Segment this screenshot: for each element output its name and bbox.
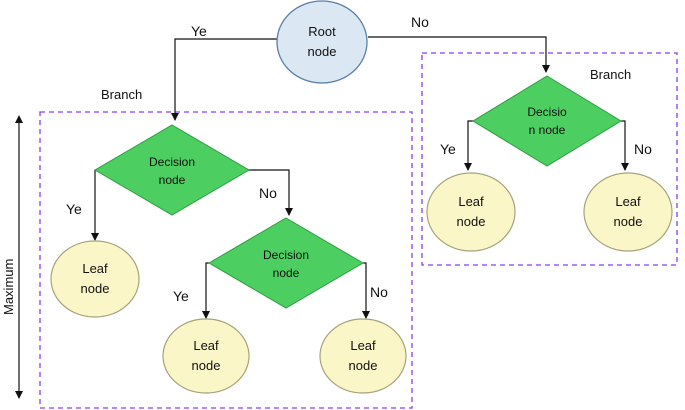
leaf-node-label-1: Leaf bbox=[193, 338, 219, 353]
leaf-node: Leaf node bbox=[426, 172, 516, 252]
edge-root-no bbox=[368, 36, 550, 73]
decision-node-inner-label-2: node bbox=[273, 266, 300, 280]
leaf-node: Leaf node bbox=[583, 172, 673, 252]
edge-label-root-no: No bbox=[411, 14, 429, 30]
leaf-node-label-2: node bbox=[349, 358, 378, 373]
root-node: Root node bbox=[276, 0, 368, 84]
root-node-label-2: node bbox=[308, 44, 337, 59]
leaf-node-label-1: Leaf bbox=[350, 338, 376, 353]
edge-label-root-yes: Ye bbox=[191, 23, 207, 39]
edge-label-left-no: No bbox=[259, 185, 277, 201]
edge-inner-yes bbox=[202, 262, 210, 319]
edge-left-no bbox=[248, 169, 293, 216]
leaf-node-label-2: node bbox=[81, 281, 110, 296]
leaf-node: Leaf node bbox=[319, 318, 407, 394]
decision-node-left-label-2: node bbox=[159, 173, 186, 187]
decision-node-left: Decision node bbox=[94, 124, 250, 216]
leaf-node-label-1: Leaf bbox=[615, 194, 641, 209]
branch-box-left bbox=[39, 111, 413, 409]
decision-node-right-label-2: n node bbox=[529, 123, 566, 137]
maximum-label: Maximum bbox=[1, 259, 16, 315]
edge-inner-no bbox=[362, 262, 370, 319]
decision-node-inner: Decision node bbox=[208, 217, 364, 309]
leaf-node: Leaf node bbox=[50, 240, 140, 318]
edge-label-right-yes: Ye bbox=[440, 141, 456, 157]
edge-right-yes bbox=[464, 120, 473, 171]
branch-label-right: Branch bbox=[590, 67, 631, 82]
decision-node-left-label-1: Decision bbox=[149, 155, 195, 169]
edge-root-yes bbox=[171, 38, 277, 121]
edge-right-no bbox=[621, 120, 629, 171]
leaf-node-label-1: Leaf bbox=[458, 194, 484, 209]
leaf-node: Leaf node bbox=[162, 318, 250, 394]
leaf-node-label-1: Leaf bbox=[82, 261, 108, 276]
root-node-label-1: Root bbox=[308, 24, 336, 39]
decision-node-right-label-1: Decisio bbox=[527, 105, 567, 119]
edge-label-right-no: No bbox=[634, 141, 652, 157]
branch-box-right bbox=[421, 52, 678, 266]
decision-node-right: Decisio n node bbox=[472, 75, 622, 167]
leaf-node-label-2: node bbox=[192, 358, 221, 373]
edge-label-inner-yes: Ye bbox=[173, 288, 189, 304]
branch-label-left: Branch bbox=[101, 87, 142, 102]
leaf-node-label-2: node bbox=[457, 214, 486, 229]
edge-label-inner-no: No bbox=[370, 284, 388, 300]
leaf-node-label-2: node bbox=[614, 214, 643, 229]
decision-node-inner-label-1: Decision bbox=[263, 248, 309, 262]
edge-label-left-yes: Ye bbox=[66, 201, 82, 217]
